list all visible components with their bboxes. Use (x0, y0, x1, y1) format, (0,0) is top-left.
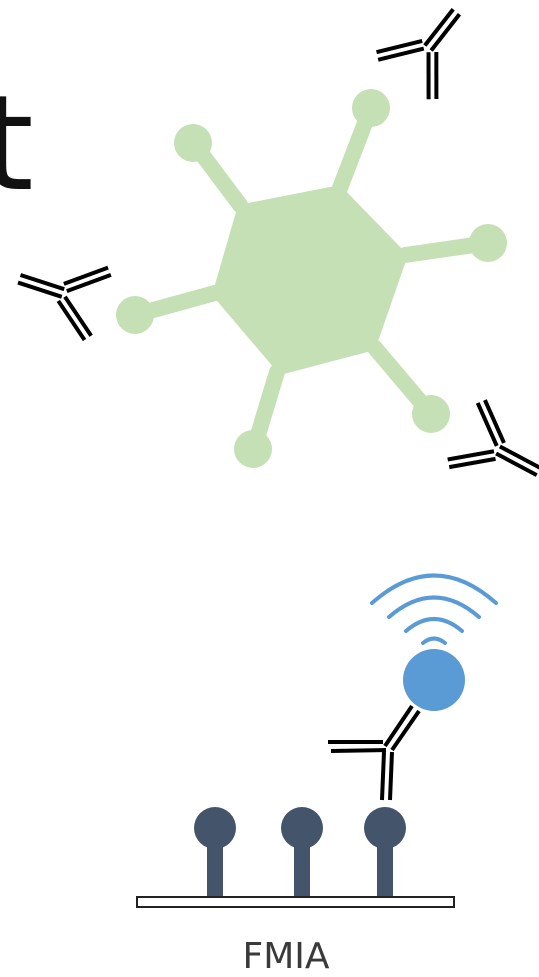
y-shaped-antibody-icon (8, 243, 113, 342)
y-shaped-antibody-icon (373, 0, 486, 103)
caption: FMIA (0, 936, 539, 977)
substrate (137, 897, 454, 907)
label-particle (403, 649, 465, 711)
capture-probe-icon (194, 807, 406, 898)
hexagonal-nanoparticle-icon (116, 89, 507, 468)
wifi-signal-icon (372, 576, 496, 644)
y-shaped-antibody-icon (445, 398, 539, 505)
y-shaped-antibody-icon (328, 706, 419, 800)
